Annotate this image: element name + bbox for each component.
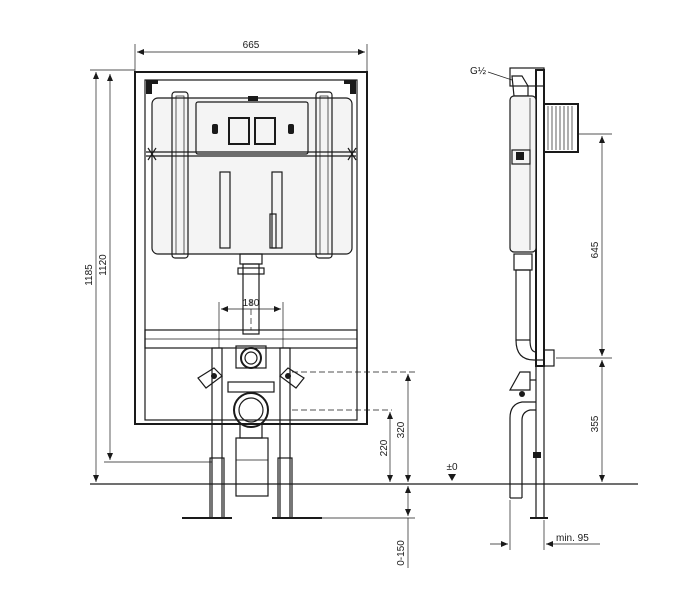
side-outlet-bend: [515, 339, 537, 361]
side-bracket: [508, 371, 531, 391]
label-min-depth: min. 95: [556, 533, 589, 544]
label-pipe-spacing: 180: [243, 298, 260, 309]
side-top-fitting: [511, 75, 529, 97]
outlet-connector: [239, 253, 263, 265]
front-dimensions: 665 1185 1120 180 220 320 0-150: [84, 40, 415, 568]
cistern-body: [151, 97, 353, 255]
frame-inner: [144, 79, 358, 421]
bracket-left: [197, 367, 223, 389]
waste-frame: [227, 381, 275, 393]
leader-inlet-thread: [487, 71, 513, 81]
label-cistern-height: 645: [590, 241, 601, 258]
dim-95-right-arrow: [546, 541, 553, 547]
cistern-rail-left-inner: [175, 95, 185, 255]
side-button-mark: [516, 152, 524, 160]
side-outlet-nut: [513, 253, 533, 271]
cistern-rail-left: [171, 91, 189, 259]
frame-outer: [134, 71, 368, 425]
side-outlet-pipe: [515, 269, 531, 341]
side-leg: [535, 365, 545, 519]
outlet-pipe: [242, 263, 260, 335]
corner-bracket-tl: [146, 80, 158, 94]
flush-button-left: [228, 117, 250, 145]
fill-valve: [219, 171, 231, 249]
overflow-tube: [269, 213, 277, 249]
side-button-housing: [511, 149, 531, 165]
side-bracket-bolt: [519, 391, 525, 397]
label-waste-center: 220: [379, 439, 390, 456]
front-view: [134, 71, 415, 519]
label-leg-adjust: 0-150: [396, 540, 407, 566]
flush-mount-left: [212, 124, 218, 134]
side-cistern: [509, 95, 537, 253]
label-floor-level: ±0: [446, 462, 457, 473]
crossbar-clip-left: [147, 147, 157, 161]
side-connector: [543, 349, 555, 367]
drain-ring-outer: [240, 347, 262, 369]
floor-level-marker: [448, 474, 456, 481]
side-waste-bend: [509, 401, 536, 498]
flush-valve: [271, 171, 283, 249]
cistern-rail-right-inner: [319, 95, 329, 255]
side-inlet-fitting: [543, 103, 579, 153]
crossbar-clip-right: [347, 147, 357, 161]
label-height-frame: 1120: [98, 254, 109, 276]
label-width-total: 665: [243, 40, 260, 51]
corner-bracket-tr: [344, 80, 356, 94]
side-leg-clip: [533, 452, 541, 458]
side-top-cap: [509, 67, 545, 87]
waste-pipe: [235, 437, 269, 497]
label-inlet-thread: G½: [470, 66, 487, 77]
bracket-bolt-left: [211, 373, 217, 379]
drain-ring-inner: [244, 351, 258, 365]
outlet-nut: [237, 267, 265, 275]
label-height-total: 1185: [84, 264, 95, 286]
flush-top-clip: [248, 96, 258, 101]
waste-outlet-outer: [233, 392, 269, 428]
side-dimensions: G½ 645 355 min. 95: [470, 66, 612, 550]
side-view: [508, 67, 579, 519]
cistern-rail-right: [315, 91, 333, 259]
bracket-bolt-right: [285, 373, 291, 379]
label-waste-height: 320: [396, 421, 407, 438]
side-waste-bend-inner: [521, 409, 536, 498]
flush-plate-frame: [195, 101, 309, 155]
waste-outlet-inner: [238, 397, 264, 423]
label-drain-height: 355: [590, 415, 601, 432]
leg-base-right: [277, 457, 293, 519]
bracket-right: [279, 367, 305, 389]
flush-mount-right: [288, 124, 294, 134]
flush-button-right: [254, 117, 276, 145]
side-frame-profile: [535, 69, 545, 367]
leg-base-left: [209, 457, 225, 519]
